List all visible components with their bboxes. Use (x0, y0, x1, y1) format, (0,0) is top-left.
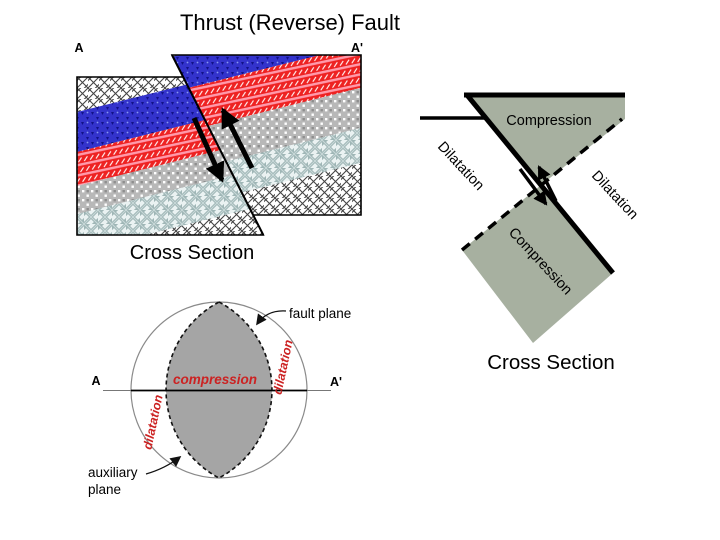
beachball-endpoint-a: A (91, 374, 100, 388)
footwall-down-arrow-icon (191, 116, 225, 183)
beachball-diagram: A A' compression dilatation dilatation f… (88, 301, 351, 497)
auxiliary-plane-annotation-line1: auxiliary (88, 465, 138, 480)
dilatation-right-label: Dilatation (588, 168, 641, 223)
compression-top-label: Compression (506, 113, 591, 129)
fault-plane-annotation: fault plane (289, 306, 351, 321)
focal-mechanism-cross-section: Compression Dilatation Dilatation Compre… (420, 92, 641, 374)
mechanism-caption: Cross Section (487, 351, 615, 374)
auxiliary-plane-annotation-line2: plane (88, 482, 121, 497)
section-endpoint-a-prime: A' (351, 41, 363, 55)
shear-arrow-up-icon (537, 165, 558, 202)
fault-plane-pointer-arrow-icon (256, 310, 287, 326)
block-cross-section: A A' Cross Section (74, 41, 363, 264)
section-endpoint-a: A (74, 41, 83, 55)
auxiliary-plane-dashed-line (460, 117, 624, 252)
fault-trace-line (171, 54, 265, 236)
dilatation-left-label: Dilatation (434, 139, 487, 194)
compression-quadrant-bottom (462, 185, 613, 343)
block-diagram-caption: Cross Section (130, 242, 255, 264)
auxiliary-plane-pointer-arrow-icon (145, 456, 182, 475)
slide-title: Thrust (Reverse) Fault (180, 10, 400, 35)
compression-quadrant-top (467, 95, 625, 185)
shear-arrow-down-icon (518, 167, 548, 206)
hanging-wall-up-arrow-icon (220, 107, 255, 170)
beachball-endpoint-a-prime: A' (330, 375, 342, 389)
compression-zone-label: compression (173, 372, 257, 387)
